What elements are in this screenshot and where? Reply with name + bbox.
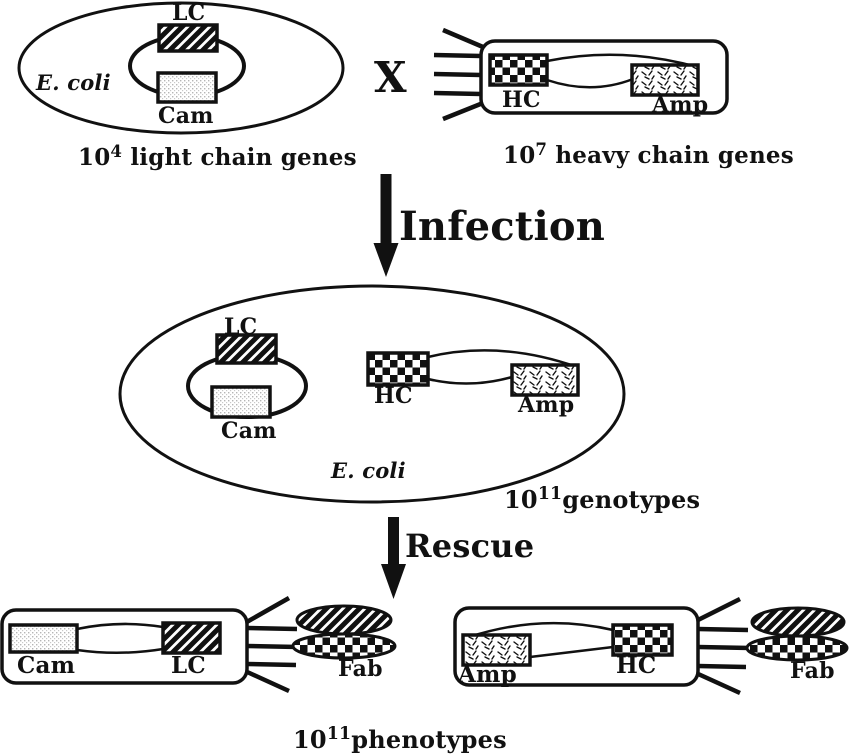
bottom-right-phage [453,596,849,696]
amp-gene-box [630,63,700,97]
cam-gene-box [8,623,79,654]
caption-base: 10 [504,485,538,514]
caption-text: genotypes [562,485,701,514]
phage-genome-lens [76,622,164,654]
top-left-ecoli-cell [17,1,345,135]
hc-gene-box [611,623,674,657]
phagemid-genome-lens [427,349,578,385]
caption-base: 10 [503,142,536,169]
fab-heavy-chain-ellipse [291,632,397,660]
caption-base: 10 [78,144,111,171]
middle-ecoli-cell [118,284,626,504]
top-right-phage [433,27,729,122]
infection-step-label: Infection [399,203,606,250]
phage-tail-fibers [243,596,299,694]
hc-gene-label: HC [374,383,413,409]
phage-tail-fibers [694,596,751,696]
ecoli-cell-label: E. coli [331,458,406,483]
lc-gene-box [157,23,219,53]
phage-genome-lens [546,53,698,89]
hc-gene-box [366,351,430,387]
cam-gene-label: Cam [158,103,214,129]
caption-exponent: 4 [110,140,123,161]
cam-gene-box [210,385,272,419]
phenotypes-caption: 1011phenotypes [293,724,507,754]
fab-label: Fab [790,658,835,684]
caption-exponent: 11 [537,484,563,505]
phage-genome-lens [465,621,614,659]
fab-light-chain-ellipse [750,606,846,638]
ecoli-cell-label: E. coli [36,70,111,95]
amp-gene-label: Amp [652,92,709,118]
cam-gene-label: Cam [221,418,277,444]
caption-exponent: 11 [326,724,352,745]
amp-gene-box [461,633,532,667]
cross-symbol: X [374,53,407,102]
lc-gene-box [215,333,278,365]
rescue-step-label: Rescue [405,527,535,565]
caption-text: heavy chain genes [547,142,794,169]
fab-heavy-chain-ellipse [745,634,849,662]
heavy-chain-genes-caption: 107 heavy chain genes [503,140,794,169]
infection-arrow [373,174,399,277]
caption-base: 10 [293,725,327,754]
bottom-left-phage [0,596,397,694]
light-chain-genes-caption: 104 light chain genes [78,142,357,171]
hc-gene-box [488,53,549,87]
amp-gene-box [510,363,580,397]
amp-gene-label: Amp [458,661,517,688]
lc-gene-box [161,621,222,655]
lc-gene-label: LC [172,0,206,26]
caption-text: phenotypes [351,725,507,754]
ecoli-cell-outline [17,1,345,135]
fab-label: Fab [338,656,383,682]
lc-gene-label: LC [171,652,206,679]
caption-exponent: 7 [535,138,548,159]
lc-gene-label: LC [224,314,258,340]
amp-gene-label: Amp [518,392,575,418]
caption-text: light chain genes [122,144,357,171]
hc-gene-label: HC [502,87,541,113]
fab-light-chain-ellipse [295,604,393,636]
rescue-arrow [381,517,406,599]
cam-gene-label: Cam [17,652,76,679]
genotypes-caption: 1011genotypes [504,484,701,514]
cam-gene-box [156,71,218,104]
phage-tail-fibers [433,27,484,122]
hc-gene-label: HC [616,652,657,679]
